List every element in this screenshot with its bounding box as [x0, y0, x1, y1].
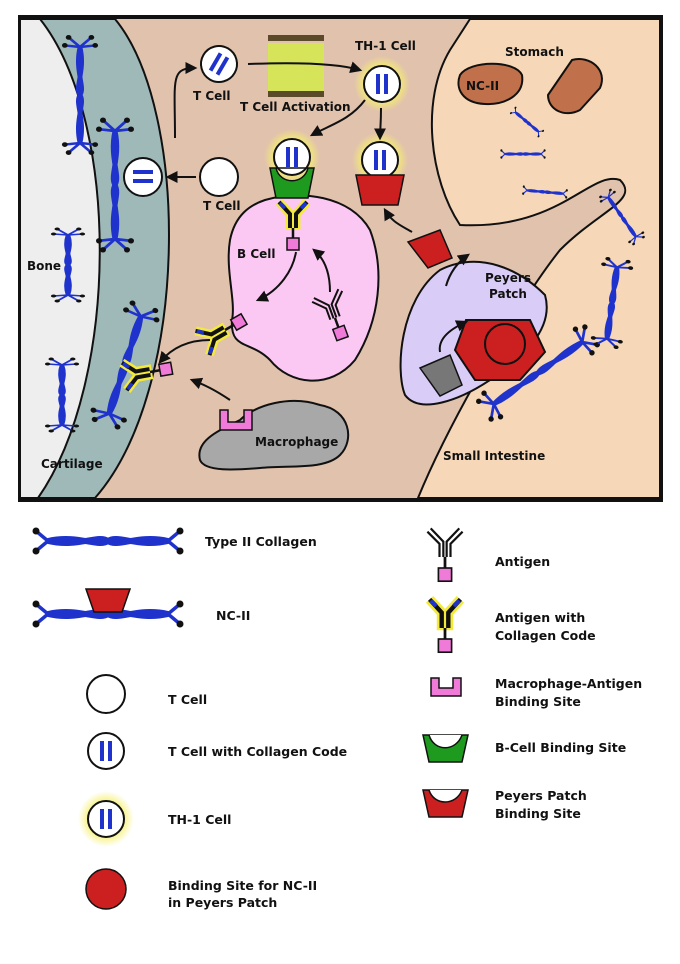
th1-cell — [363, 65, 401, 103]
activation-bar-bottom — [268, 91, 324, 97]
label-stomach: Stomach — [505, 45, 564, 59]
b-cell-binding-site — [269, 167, 315, 199]
arrow — [247, 61, 363, 73]
legend-nc2: NC-II — [216, 608, 250, 623]
legend-collagen-icon — [33, 528, 184, 555]
arrow — [383, 207, 413, 233]
label-nc2: NC-II — [466, 79, 499, 93]
arrow — [158, 339, 211, 364]
activation-box — [268, 43, 324, 91]
label-bone: Bone — [27, 259, 61, 273]
legend-antigen-coded-icon — [430, 599, 461, 652]
label-b-cell: B Cell — [237, 247, 276, 261]
label-peyers-2: Patch — [489, 287, 527, 301]
legend-th1-icon — [87, 800, 125, 838]
arrow — [173, 62, 198, 139]
label-cartilage: Cartilage — [41, 457, 103, 471]
legend-binding-site-1: Binding Site for NC-II — [168, 878, 317, 893]
legend-t-cell-collagen: T Cell with Collagen Code — [168, 744, 347, 759]
legend-binding-sphere-icon — [85, 868, 127, 910]
activation-bar-top — [268, 35, 324, 41]
peyers-binding-site-free — [406, 229, 453, 269]
legend-t-cell-collagen-icon — [87, 732, 125, 770]
peyers-binding-site — [355, 174, 405, 206]
legend-macrophage-site-icon — [430, 677, 462, 697]
legend-t-cell-icon — [86, 674, 126, 714]
th1-cell-bound-peyers — [361, 141, 399, 179]
legend-th1-cell: TH-1 Cell — [168, 812, 231, 827]
stomach-nc2-left — [457, 62, 524, 106]
label-th1-cell: TH-1 Cell — [355, 39, 416, 53]
label-peyers-1: Peyers — [485, 271, 531, 285]
arrow — [309, 99, 366, 137]
label-t-cell-top: T Cell — [193, 89, 231, 103]
legend-antigen-icon — [426, 527, 464, 583]
arrow — [189, 377, 231, 401]
arrow — [312, 248, 331, 293]
label-macrophage: Macrophage — [255, 435, 338, 449]
stomach-nc2-right — [546, 58, 603, 115]
legend-t-cell: T Cell — [168, 692, 207, 707]
macrophage — [198, 399, 350, 471]
legend-macrophage-site-1: Macrophage-Antigen — [495, 676, 642, 691]
th1-cell-bound-b — [273, 138, 311, 176]
legend-b-cell-site: B-Cell Binding Site — [495, 740, 626, 755]
t-cell-coded — [123, 157, 163, 197]
legend-antigen-collagen-2: Collagen Code — [495, 628, 596, 643]
legend-antigen-collagen-1: Antigen with — [495, 610, 585, 625]
legend-peyers-site-2: Binding Site — [495, 806, 581, 821]
t-cell — [199, 157, 239, 197]
label-t-cell-activation: T Cell Activation — [240, 100, 351, 114]
peyers-grey-site — [418, 354, 463, 397]
legend-binding-site-2: in Peyers Patch — [168, 895, 277, 910]
arrow — [438, 320, 469, 353]
arrow — [255, 251, 297, 302]
legend-macrophage-site-2: Binding Site — [495, 694, 581, 709]
nc2-binding-sphere — [484, 323, 526, 365]
label-small-intestine: Small Intestine — [443, 449, 545, 463]
label-t-cell-mid: T Cell — [203, 199, 241, 213]
legend-antigen: Antigen — [495, 554, 550, 569]
arrow — [374, 107, 387, 141]
legend-nc2-icon — [33, 588, 184, 628]
arrow — [445, 253, 470, 287]
legend-type2-collagen: Type II Collagen — [205, 534, 317, 549]
macrophage-binding-site — [219, 409, 253, 431]
legend-peyers-site-1: Peyers Patch — [495, 788, 587, 803]
